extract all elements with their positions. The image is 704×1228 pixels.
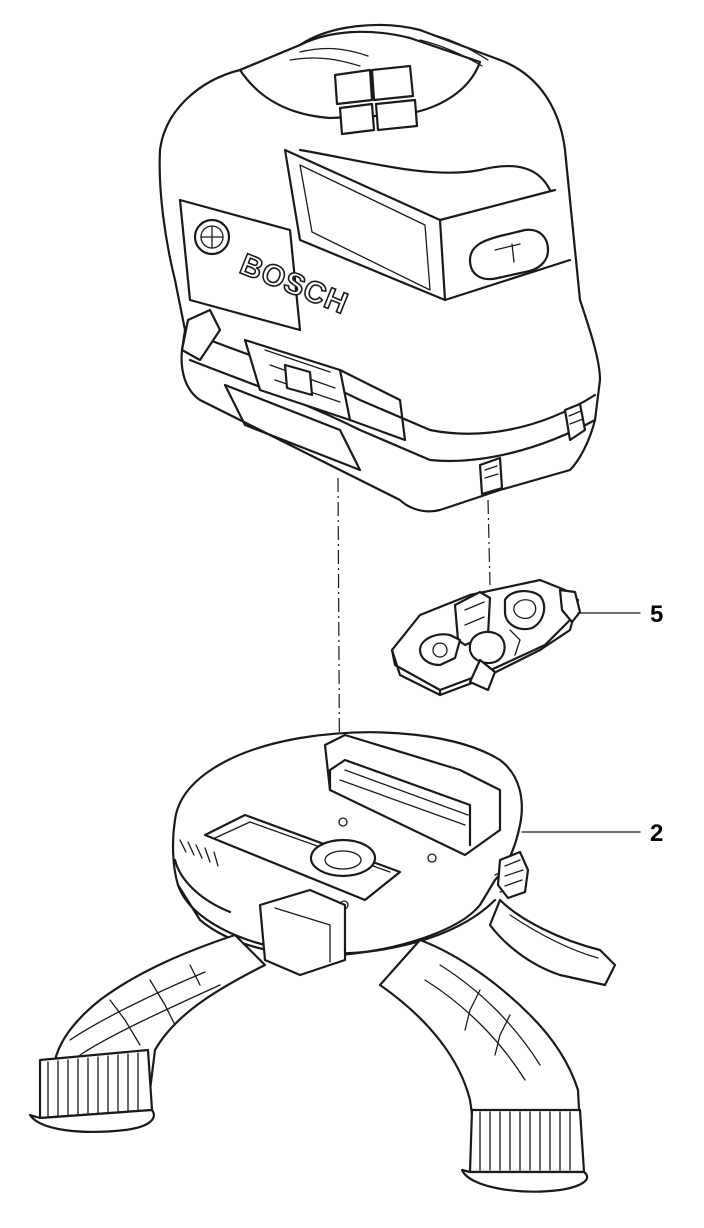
assembly-axis-clip xyxy=(487,499,491,586)
callout-label-2: 2 xyxy=(650,820,663,847)
callout-holder-clip: 5 xyxy=(577,601,663,628)
laser-level-unit: BOSCH xyxy=(158,23,602,513)
callout-label-5: 5 xyxy=(650,601,663,628)
rotating-base-part xyxy=(28,731,617,1193)
holder-clip-part xyxy=(390,578,582,697)
callout-rotating-base: 2 xyxy=(521,820,663,847)
